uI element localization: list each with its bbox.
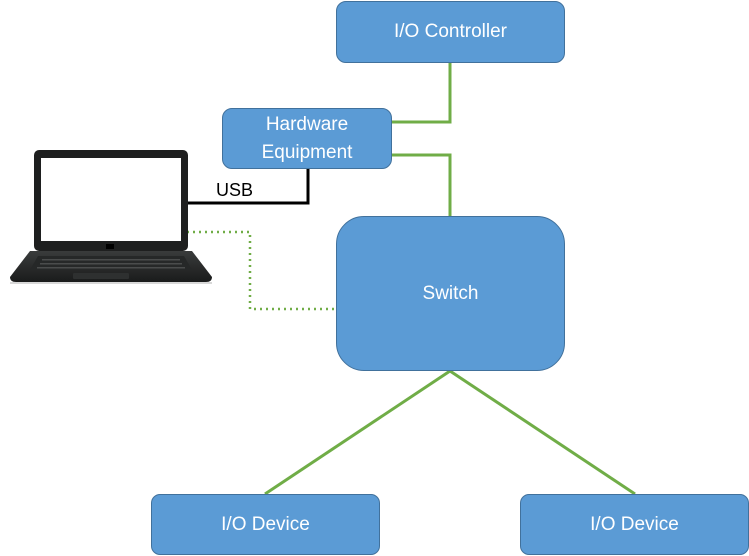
usb-label: USB [216,180,254,200]
io-device-right-label: I/O Device [590,513,679,535]
io-controller-node[interactable]: I/O Controller [336,1,565,63]
io-controller-label: I/O Controller [394,21,507,42]
link-switch-to-device-left [264,369,451,496]
dotted-link-laptop-to-switch [187,230,336,311]
usb-link [187,169,310,205]
io-device-right-node[interactable]: I/O Device [520,494,749,555]
hardware-equipment-label: Hardware Equipment [261,113,353,163]
switch-label: Switch [422,282,479,304]
io-device-left-label: I/O Device [221,513,310,535]
link-hardware-to-switch [392,153,452,216]
laptop-icon [10,150,212,284]
hardware-equipment-node[interactable]: Hardware Equipment [222,108,392,169]
link-switch-to-device-right [449,369,636,496]
switch-node[interactable]: Switch [336,216,565,371]
link-hardware-to-controller [392,63,452,124]
io-device-left-node[interactable]: I/O Device [151,494,380,555]
